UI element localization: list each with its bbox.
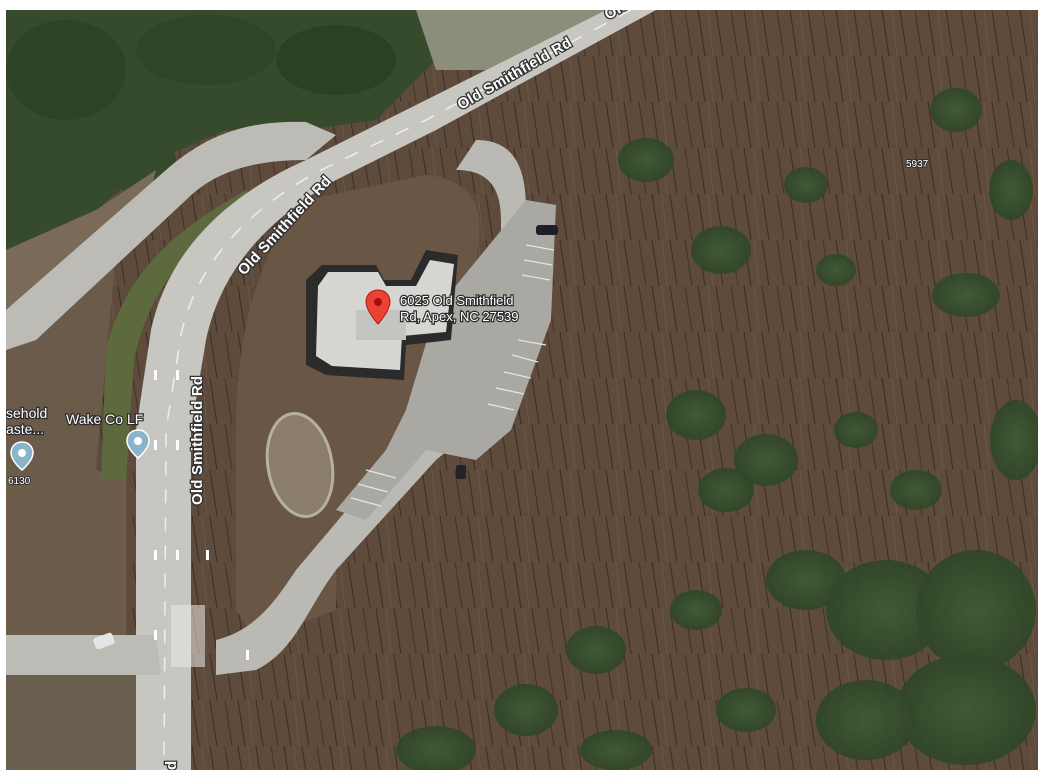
grass-strip <box>101 190 256 480</box>
car <box>536 225 558 235</box>
map-pin-icon[interactable] <box>365 289 391 325</box>
crosswalk <box>171 605 205 667</box>
address-label-line2: Rd, Apex, NC 27539 <box>400 309 519 324</box>
car <box>93 632 115 650</box>
tree-canopy <box>396 88 1038 770</box>
address-label-line1: 6025 Old Smithfield <box>400 293 513 308</box>
address-number: 6130 <box>8 476 31 487</box>
parking-stripes <box>350 244 555 507</box>
main-road <box>136 10 656 770</box>
place-pin-icon[interactable] <box>10 441 34 471</box>
poi-label-wake-lf[interactable]: Wake Co LF <box>65 410 145 428</box>
place-pin-icon[interactable] <box>126 429 150 459</box>
poi-label-household-line2[interactable]: aste... <box>6 420 45 438</box>
cross-road <box>6 635 161 675</box>
road-label-vertical: Old Smithfield Rd <box>189 376 206 505</box>
clearing <box>416 10 606 70</box>
car <box>456 465 466 479</box>
poi-label-household-line1[interactable]: sehold <box>6 404 48 422</box>
address-number: 5937 <box>906 159 929 170</box>
parking-lot <box>336 200 556 520</box>
map-viewport[interactable]: Old Smithfield Rd Old Old Smithfield Rd … <box>6 10 1038 770</box>
planter <box>265 411 335 519</box>
side-road <box>6 121 336 351</box>
satellite-map[interactable]: Old Smithfield Rd Old Old Smithfield Rd … <box>6 10 1038 770</box>
field-left <box>6 470 126 640</box>
road-label-bottom-edge: d <box>163 761 180 770</box>
road-markings <box>154 370 249 660</box>
